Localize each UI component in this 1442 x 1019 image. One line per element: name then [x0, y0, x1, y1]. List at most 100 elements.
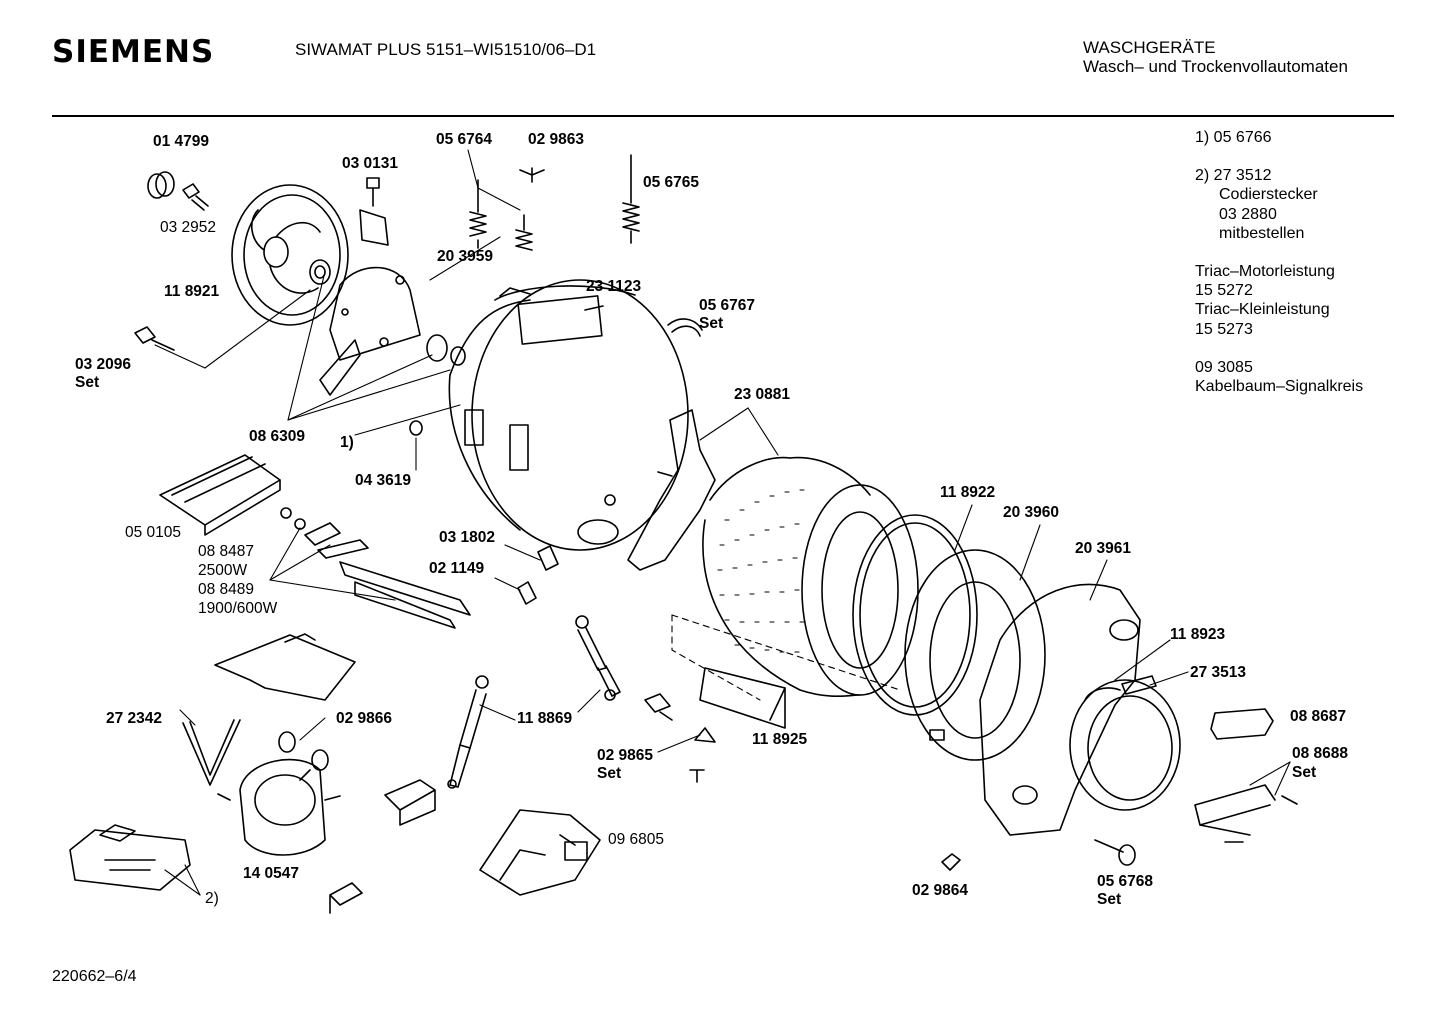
bearing-part — [309, 259, 331, 285]
part-label: 27 2342 — [106, 710, 163, 727]
part-label: 05 0105 — [125, 524, 182, 541]
part-label: Set — [1292, 764, 1317, 781]
cap-part — [278, 731, 329, 771]
part-label: 03 2952 — [160, 219, 217, 236]
note-line: 09 3085 — [1195, 358, 1253, 376]
part-label: 02 9865 — [597, 747, 654, 764]
bolt-part — [134, 326, 175, 351]
part-label: 03 2096 — [75, 356, 132, 373]
drive-belt — [182, 719, 241, 786]
category-subtitle: Wasch– und Trockenvollautomaten — [1083, 57, 1348, 76]
latch-part — [1121, 675, 1157, 695]
part-label: 23 1123 — [586, 278, 642, 295]
mount-bracket — [329, 882, 363, 914]
part-label: 11 8922 — [940, 484, 996, 501]
shock-absorber — [575, 615, 621, 701]
category-title: WASCHGERÄTE — [1083, 38, 1216, 57]
detergent-drawer-insert — [699, 667, 786, 729]
part-label: 20 3959 — [437, 248, 494, 265]
document-number: 220662–6/4 — [52, 968, 137, 985]
part-label: 09 6805 — [608, 831, 665, 848]
hinge-part — [1194, 784, 1298, 843]
handle-part — [1210, 708, 1274, 740]
part-label: 03 0131 — [342, 155, 399, 172]
drum-perforations — [717, 489, 805, 653]
part-label: 08 8487 — [198, 543, 255, 560]
drum-spider — [627, 409, 716, 571]
control-module — [159, 454, 281, 536]
flange-bracket — [319, 209, 421, 396]
part-label: 11 8869 — [517, 710, 573, 727]
spring-part — [469, 179, 487, 249]
part-label: 11 8925 — [752, 731, 808, 748]
part-label: 02 9866 — [336, 710, 393, 727]
wattage-label: 2500W — [198, 562, 248, 579]
header-divider — [52, 115, 1394, 117]
note-line: 15 5272 — [1195, 282, 1253, 300]
reference-label: 2) — [205, 890, 219, 907]
clip-part — [519, 167, 545, 183]
pump-assembly — [479, 809, 601, 896]
brand-logo: SIEMENS — [52, 34, 215, 70]
part-label: Set — [597, 765, 622, 782]
note-line: Triac–Kleinleistung — [1195, 301, 1330, 319]
heating-element — [280, 507, 471, 629]
note-line: 1) 05 6766 — [1195, 129, 1272, 146]
part-label: Set — [1097, 891, 1122, 908]
part-label: 08 8688 — [1292, 745, 1349, 762]
bolt-part — [366, 177, 380, 207]
screw-part — [1094, 839, 1136, 866]
drum-part — [702, 456, 919, 698]
spring-part — [622, 154, 640, 244]
part-label: Set — [75, 374, 100, 391]
part-label: 14 0547 — [243, 865, 300, 882]
note-line: 15 5273 — [1195, 320, 1253, 338]
part-label: 03 1802 — [439, 529, 496, 546]
clip-part — [667, 318, 703, 337]
part-label: 08 8687 — [1290, 708, 1347, 725]
part-label: 20 3961 — [1075, 540, 1132, 557]
motor-part — [217, 758, 341, 856]
clip-part — [941, 853, 961, 871]
part-label: 08 6309 — [249, 428, 306, 445]
electronic-module — [69, 824, 191, 891]
part-label: 11 8921 — [164, 283, 220, 300]
mount-bracket — [384, 779, 436, 826]
part-label: 05 6765 — [643, 174, 700, 191]
pulley-wheel — [231, 184, 349, 326]
front-panel — [979, 583, 1181, 836]
reference-label: 1) — [340, 434, 354, 451]
leader-lines — [154, 149, 1291, 896]
clamp-part — [644, 693, 716, 783]
part-label: 05 6764 — [436, 131, 493, 148]
shock-absorber — [447, 675, 489, 789]
part-label: 27 3513 — [1190, 664, 1247, 681]
part-label: Set — [699, 315, 724, 332]
part-label: 23 0881 — [734, 386, 791, 403]
part-label: 05 6767 — [699, 297, 756, 314]
front-ring — [904, 549, 1046, 761]
wattage-label: 1900/600W — [198, 600, 278, 617]
note-line: 03 2880 — [1219, 205, 1277, 223]
part-label: 04 3619 — [355, 472, 412, 489]
part-label: 02 9864 — [912, 882, 969, 899]
spring-part — [515, 214, 533, 251]
part-label: 05 6768 — [1097, 873, 1154, 890]
gasket-ring — [852, 514, 978, 716]
part-label: 20 3960 — [1003, 504, 1060, 521]
note-line: 2) 27 3512 — [1195, 167, 1272, 185]
part-label: 08 8489 — [198, 581, 255, 598]
tub-part — [448, 279, 689, 551]
seal-ring — [426, 334, 466, 366]
note-line: Codierstecker — [1219, 186, 1318, 204]
note-line: Triac–Motorleistung — [1195, 263, 1335, 281]
cap-part — [147, 171, 175, 199]
note-line: mitbestellen — [1219, 224, 1305, 242]
sensor-part — [517, 545, 559, 605]
notes-panel: 1) 05 6766 2) 27 3512 Codierstecker 03 2… — [1195, 128, 1363, 396]
part-label: 02 9863 — [528, 131, 585, 148]
note-line: Kabelbaum–Signalkreis — [1195, 378, 1364, 396]
part-label: 01 4799 — [153, 133, 210, 150]
model-title: SIWAMAT PLUS 5151–WI51510/06–D1 — [295, 40, 597, 59]
screw-part — [182, 183, 209, 211]
